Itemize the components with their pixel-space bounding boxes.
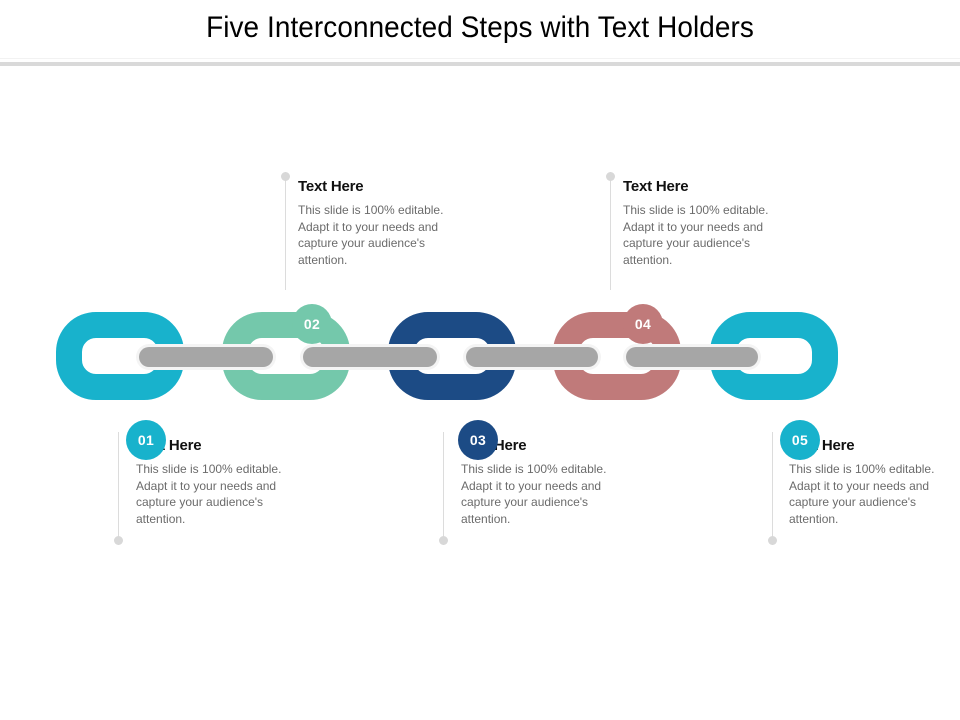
text-block-body-01: This slide is 100% editable. Adapt it to… — [136, 462, 282, 526]
step-number-badge-03: 03 — [458, 420, 498, 460]
chain-rod-4-5 — [626, 347, 758, 367]
page-title: Five Interconnected Steps with Text Hold… — [206, 11, 754, 44]
chain-rod-1-2 — [139, 347, 273, 367]
step-number-badge-02: 02 — [292, 304, 332, 344]
text-block-title-02: Text Here — [298, 178, 364, 195]
text-block-title-04: Text Here — [623, 178, 689, 195]
text-block-body-02: This slide is 100% editable. Adapt it to… — [298, 203, 444, 267]
connector-dot-04 — [606, 172, 615, 181]
connector-dot-05 — [768, 536, 777, 545]
connector-dot-03 — [439, 536, 448, 545]
connector-dot-01 — [114, 536, 123, 545]
slide-header: Five Interconnected Steps with Text Hold… — [0, 0, 960, 62]
connector-line-03 — [439, 432, 448, 545]
connector-line-04 — [606, 172, 615, 290]
text-block-04: Text Here This slide is 100% editable. A… — [623, 178, 773, 268]
step-number-badge-04: 04 — [623, 304, 663, 344]
chain-rod-3-4 — [466, 347, 598, 367]
step-number-badge-01: 01 — [126, 420, 166, 460]
header-divider — [0, 62, 960, 66]
connector-dot-02 — [281, 172, 290, 181]
header-divider-soft — [0, 58, 960, 59]
connector-line-02 — [281, 172, 290, 290]
text-block-body-03: This slide is 100% editable. Adapt it to… — [461, 462, 607, 526]
text-block-body-04: This slide is 100% editable. Adapt it to… — [623, 203, 769, 267]
step-number-badge-05: 05 — [780, 420, 820, 460]
text-block-02: Text Here This slide is 100% editable. A… — [298, 178, 448, 268]
text-block-body-05: This slide is 100% editable. Adapt it to… — [789, 462, 935, 526]
connector-line-05 — [768, 432, 777, 545]
connector-line-01 — [114, 432, 123, 545]
chain-rod-2-3 — [303, 347, 437, 367]
